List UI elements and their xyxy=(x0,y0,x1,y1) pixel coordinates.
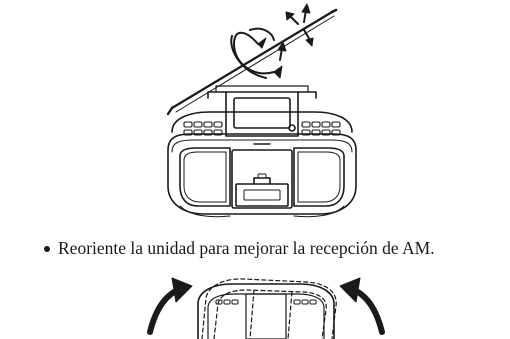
rotate-right-arrow-icon xyxy=(339,277,385,335)
instruction-line: Reoriente la unidad para mejorar la rece… xyxy=(44,236,504,260)
boombox-outline xyxy=(197,283,335,339)
antenna xyxy=(166,8,338,116)
boombox-antenna-illustration xyxy=(166,3,357,218)
instruction-text: Reoriente la unidad para mejorar la rece… xyxy=(58,238,435,258)
boombox-reorient-illustration xyxy=(147,277,385,339)
rotate-left-arrow-icon xyxy=(147,277,193,335)
bullet-icon xyxy=(44,245,50,252)
boombox-body xyxy=(167,85,357,218)
boombox-ghost-outline xyxy=(201,278,337,339)
rotate-arrows-icon xyxy=(230,3,314,79)
